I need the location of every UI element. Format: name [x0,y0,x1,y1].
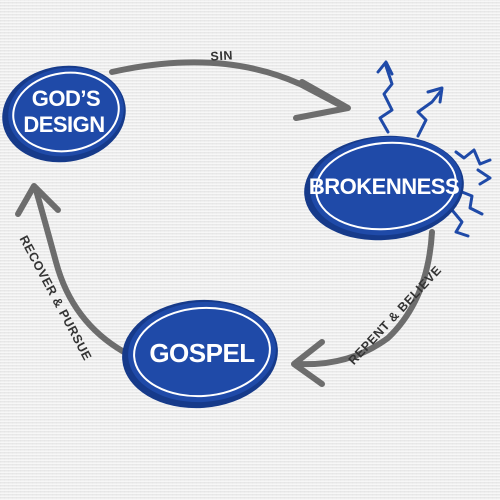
node-gods-design: GOD’S DESIGN [2,65,126,163]
node-gospel-label: GOSPEL [149,338,255,368]
node-brokenness-label: BROKENNESS [309,174,459,199]
edge-label-repent-believe: REPENT & BELIEVE [346,263,445,367]
arrow-repent-believe [291,229,435,387]
node-gods-design-line2: DESIGN [23,112,104,137]
node-gods-design-line1: GOD’S [32,86,100,111]
arrow-sin [109,59,351,121]
edge-label-sin: SIN [210,48,233,63]
node-gospel: GOSPEL [122,299,278,409]
arrow-recover-pursue [15,183,127,355]
node-brokenness: BROKENNESS [304,135,464,241]
brokenness-burst-icon [376,60,492,238]
